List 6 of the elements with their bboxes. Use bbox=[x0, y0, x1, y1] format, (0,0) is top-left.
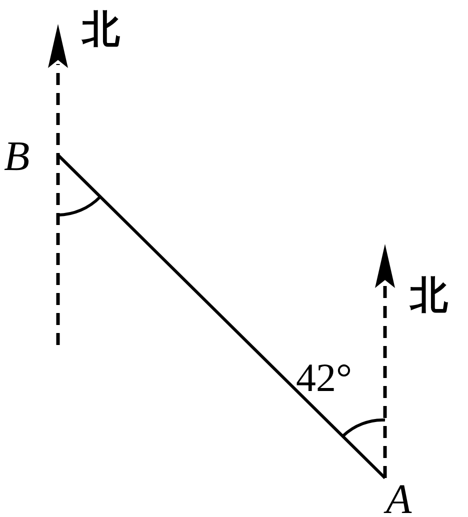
direction-label: 北 bbox=[82, 10, 120, 48]
direction-label: 北 bbox=[410, 276, 448, 314]
angle-label: 42° bbox=[296, 358, 352, 398]
point-label: B bbox=[4, 136, 30, 178]
line-segment bbox=[56, 154, 386, 480]
point-label: A bbox=[386, 479, 412, 517]
